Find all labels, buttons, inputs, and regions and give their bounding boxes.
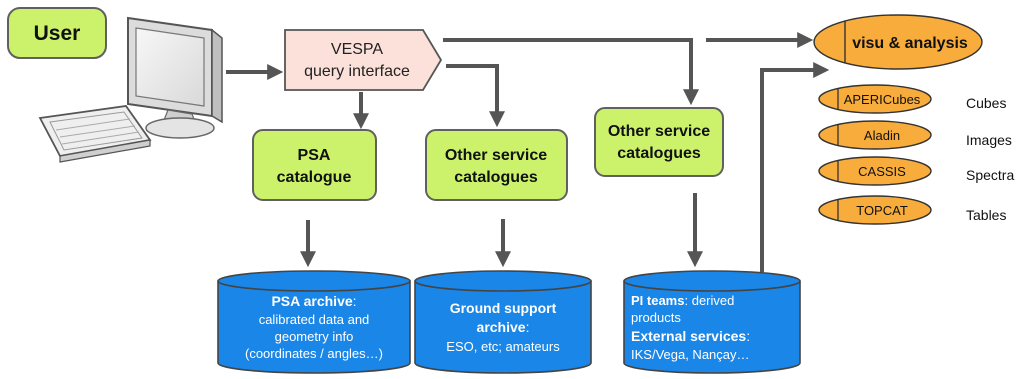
psa-archive-line2: calibrated data and xyxy=(259,312,370,327)
other-catalogues-1-line1: Other service xyxy=(445,147,547,164)
svg-text:PI teams: derived: PI teams: derived xyxy=(631,293,734,308)
tool-name: Aladin xyxy=(864,128,900,143)
external-services-colon: : xyxy=(746,328,750,344)
computer-icon xyxy=(38,16,223,163)
tool-name: TOPCAT xyxy=(856,203,908,218)
ground-archive-line2: archive xyxy=(477,319,526,335)
psa-archive-colon: : xyxy=(353,293,357,309)
external-services-label: External services xyxy=(631,328,746,344)
tool-topcat: TOPCAT Tables xyxy=(818,195,1006,225)
tool-type-label: Spectra xyxy=(966,167,1014,183)
user-label: User xyxy=(34,22,81,45)
tool-type-label: Cubes xyxy=(966,95,1006,111)
svg-text:PSA archive:: PSA archive: xyxy=(271,293,356,309)
svg-text:External services:: External services: xyxy=(631,328,750,344)
pi-teams-rest: : derived xyxy=(684,293,734,308)
tool-name: CASSIS xyxy=(858,164,906,179)
tool-aperi-cubes: APERICubes Cubes xyxy=(818,84,1006,114)
other-service-catalogues-box-2: Other service catalogues xyxy=(594,107,724,177)
visu-analysis-ellipse: visu & analysis xyxy=(813,14,983,70)
other-catalogues-2-line2: catalogues xyxy=(617,145,701,162)
other-service-catalogues-box-1: Other service catalogues xyxy=(425,129,568,201)
ground-archive-line3: ESO, etc; amateurs xyxy=(446,339,560,354)
ground-archive-line1: Ground support xyxy=(450,300,557,316)
psa-archive-title: PSA archive xyxy=(271,293,352,309)
ground-archive-colon: : xyxy=(526,319,530,335)
pi-teams-archive-cylinder: PI teams: derived products External serv… xyxy=(623,270,801,374)
pi-products-label: products xyxy=(631,310,681,325)
user-label-box: User xyxy=(7,7,107,59)
psa-archive-line3: geometry info xyxy=(275,329,354,344)
tool-cassis: CASSIS Spectra xyxy=(818,156,1014,186)
psa-catalogue-box: PSA catalogue xyxy=(252,129,377,201)
psa-archive-cylinder: PSA archive: calibrated data and geometr… xyxy=(217,270,411,374)
tool-name: APERICubes xyxy=(844,92,921,107)
svg-text:archive:: archive: xyxy=(477,319,530,335)
ground-support-archive-cylinder: Ground support archive: ESO, etc; amateu… xyxy=(414,270,592,374)
vespa-title: VESPA xyxy=(331,41,384,58)
psa-catalogue-line2: catalogue xyxy=(277,169,352,186)
arrow-vespa-to-other-catalogues-2 xyxy=(443,38,699,106)
other-catalogues-1-line2: catalogues xyxy=(454,169,538,186)
arrow-archive-to-tools xyxy=(760,62,830,272)
external-services-list: IKS/Vega, Nançay… xyxy=(631,347,750,362)
vespa-subtitle: query interface xyxy=(304,63,410,80)
psa-catalogue-line1: PSA xyxy=(298,147,331,164)
arrow-vespa-to-other-catalogues-1 xyxy=(446,64,505,128)
tool-aladin: Aladin Images xyxy=(818,120,1012,150)
other-catalogues-2-line1: Other service xyxy=(608,123,710,140)
pi-teams-label: PI teams xyxy=(631,293,684,308)
tool-type-label: Tables xyxy=(966,207,1006,223)
visu-analysis-label: visu & analysis xyxy=(852,35,968,52)
vespa-query-interface: VESPA query interface xyxy=(284,29,443,91)
tool-type-label: Images xyxy=(966,132,1012,148)
psa-archive-line4: (coordinates / angles…) xyxy=(245,346,383,361)
